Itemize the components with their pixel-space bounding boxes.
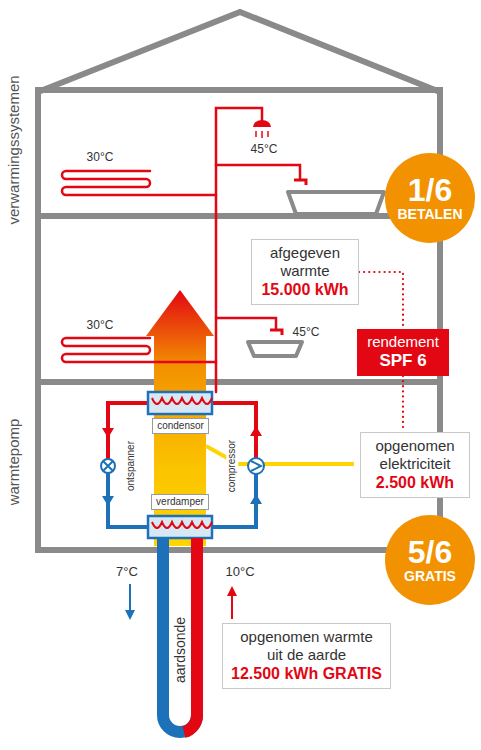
flow-arrow	[102, 428, 114, 438]
node-heading: 1/6	[408, 174, 452, 206]
valve-circle	[101, 459, 115, 473]
floor	[38, 379, 440, 385]
component-label: condensor	[152, 418, 209, 434]
bath-pipe	[216, 165, 300, 180]
coil-wave	[152, 522, 212, 528]
evaporator-coil	[148, 516, 212, 538]
flow-arrow	[102, 496, 114, 506]
dotted-connector	[359, 272, 403, 329]
drop	[267, 131, 269, 137]
node-heading: verdamper	[156, 496, 204, 508]
heat-arrow	[146, 290, 214, 546]
drop	[255, 131, 257, 137]
temperature-label: 10°C	[225, 565, 254, 580]
temperature-label: 7°C	[116, 565, 138, 580]
floor	[38, 213, 440, 219]
ratio-badge: 1/6BETALEN	[385, 153, 475, 243]
component-label: verdamper	[151, 494, 209, 510]
roof	[38, 12, 440, 92]
section-label: warmtepomp	[5, 419, 22, 506]
value-box: opgenomen warmte uit de aarde12.500 kWh …	[222, 623, 391, 689]
node-value: 15.000 kWh	[260, 280, 350, 299]
dotted-connector	[402, 376, 404, 432]
temperature-label: 45°C	[251, 143, 278, 157]
coil-frame	[148, 516, 212, 538]
floor-heating	[62, 338, 216, 362]
node-heading: rendement	[367, 333, 439, 351]
node-value: 12.500 kWh GRATIS	[231, 664, 382, 683]
valve-cross	[103, 461, 113, 471]
efficiency-box: rendementSPF 6	[357, 329, 449, 376]
sink-pipe	[216, 318, 276, 330]
node-value: SPF 6	[367, 351, 439, 371]
node-value: GRATIS	[404, 568, 456, 585]
ground-probe	[163, 538, 197, 732]
node-heading: opgenomen warmte uit de aarde	[237, 628, 377, 664]
shower-head	[253, 120, 271, 127]
shower-drops	[256, 131, 268, 138]
bath-tap	[294, 180, 306, 185]
expansion-valve	[101, 459, 115, 473]
value-box: opgenomen elektriciteit2.500 kWh	[360, 432, 470, 498]
node-heading: afgegeven warmte	[260, 244, 350, 280]
ratio-badge: 5/6GRATIS	[385, 515, 475, 605]
probe-label: aardsonde	[172, 617, 188, 683]
compressor-mark	[251, 461, 261, 471]
node-value: BETALEN	[397, 206, 462, 223]
component-label: ontspanner	[125, 439, 137, 493]
node-heading: condensor	[157, 420, 204, 432]
sink-tap	[270, 330, 282, 335]
value-box: afgegeven warmte15.000 kWh	[251, 239, 359, 305]
coil-wave	[152, 398, 212, 404]
node-heading: 5/6	[408, 536, 452, 568]
refrigerant-circuit	[108, 403, 256, 527]
node-heading: opgenomen elektriciteit	[369, 437, 461, 473]
drop	[261, 131, 263, 138]
bathtub	[288, 192, 384, 214]
flow-arrow	[250, 494, 262, 504]
sink	[248, 342, 302, 356]
arrow-head	[125, 610, 135, 620]
outflow-arrow	[129, 584, 131, 612]
compressor-circle	[248, 458, 264, 474]
flow-arrow	[250, 426, 262, 436]
compressor-symbol	[248, 458, 264, 474]
section-label: verwarmingssystemen	[5, 75, 22, 224]
floor-heating	[62, 171, 216, 195]
temperature-label: 30°C	[87, 151, 114, 165]
temperature-label: 45°C	[293, 326, 320, 340]
node-value: 2.500 kWh	[369, 473, 461, 492]
coil-frame	[148, 392, 212, 414]
condenser-coil	[148, 392, 212, 414]
arrow-head	[227, 586, 237, 596]
temperature-label: 30°C	[87, 319, 114, 333]
inflow-arrow	[231, 594, 233, 619]
component-label: compressor	[226, 438, 238, 494]
